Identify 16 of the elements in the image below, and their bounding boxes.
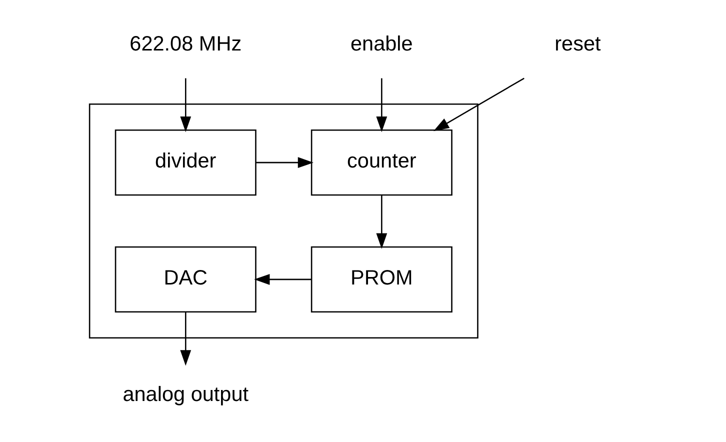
arrow bbox=[254, 274, 312, 285]
arrow bbox=[180, 312, 191, 366]
arrow bbox=[432, 78, 524, 132]
node-box: DAC bbox=[114, 246, 256, 313]
arrow bbox=[180, 78, 191, 132]
cluster bbox=[88, 104, 478, 338]
arrow bbox=[256, 157, 313, 168]
node-box: divider bbox=[114, 129, 256, 196]
arrow bbox=[376, 78, 387, 132]
node-text: reset bbox=[554, 32, 600, 56]
node-text: analog output bbox=[122, 383, 248, 406]
node-text: enable bbox=[350, 32, 412, 56]
arrow bbox=[376, 195, 387, 249]
node-text: 622.08 MHz bbox=[129, 32, 242, 56]
node-box: PROM bbox=[310, 246, 452, 313]
node-box: counter bbox=[310, 129, 452, 196]
